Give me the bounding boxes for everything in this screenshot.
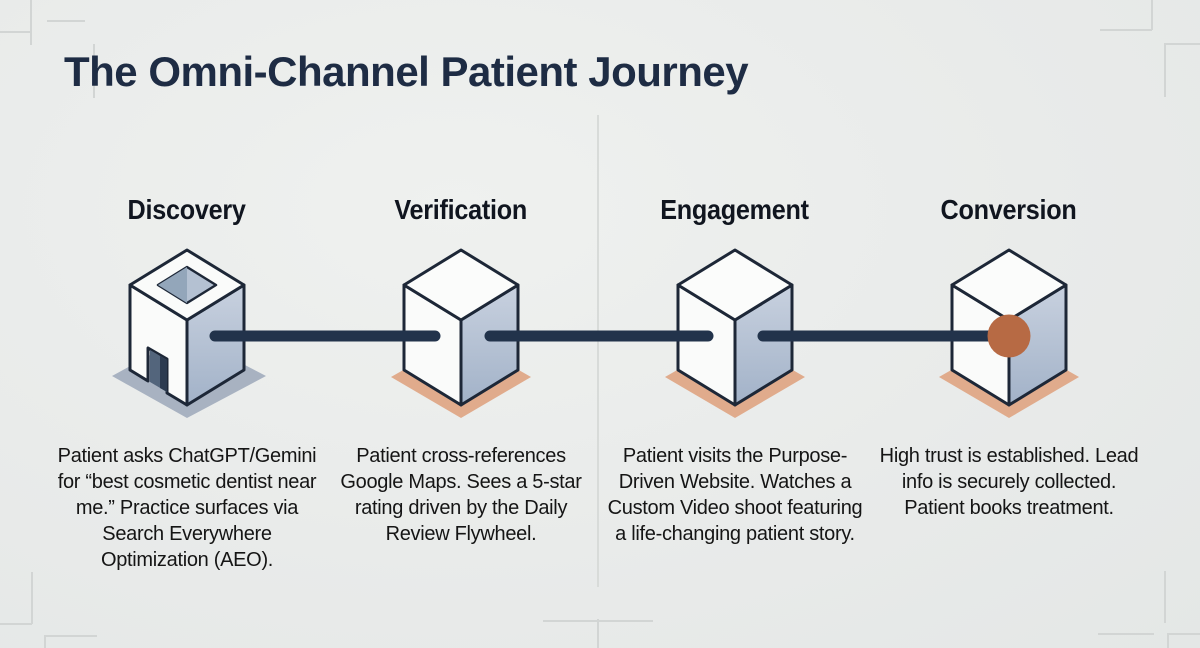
crop-mark [1098,633,1154,635]
box-left-face [128,283,189,407]
crop-mark [0,31,31,33]
crop-mark [1100,29,1152,31]
crop-mark [1166,43,1200,45]
journey-diagram [112,248,1079,418]
crop-mark [44,635,46,648]
crop-mark [93,44,95,98]
stage-titles-row: Discovery Verification Engagement Conver… [50,194,1146,226]
page-title: The Omni-Channel Patient Journey [64,48,749,95]
stage-title-verification: Verification [394,194,528,225]
crop-mark [0,623,32,625]
cube-top-face [402,248,520,322]
crop-mark [44,635,97,637]
crop-mark [31,572,33,624]
box-inner-wall [158,267,187,303]
stage-title-engagement: Engagement [660,194,810,225]
stage-title-discovery: Discovery [127,194,247,225]
cube-top-face [676,248,794,322]
stage-description-engagement: Patient visits the Purpose-Driven Websit… [607,445,863,545]
doorway-shadow [160,356,167,392]
verification-cube-icon [402,248,520,407]
crop-mark [1164,571,1166,623]
engagement-cube-icon [676,248,794,407]
discovery-open-box-icon [128,248,246,407]
stage-description-conversion: High trust is established. Lead info is … [879,445,1139,519]
crop-mark [1167,633,1169,648]
column-divider [597,115,599,587]
conversion-cube-icon [950,248,1068,407]
crop-mark [1164,43,1166,97]
conversion-node-icon [987,314,1031,358]
crop-mark [597,619,599,648]
stage-description-verification: Patient cross-references Google Maps. Se… [340,445,582,545]
stage-descriptions-row: Patient asks ChatGPT/Gemini for “best co… [50,443,1146,573]
crop-mark [30,0,32,45]
crop-mark [1167,633,1200,635]
stage-title-conversion: Conversion [941,194,1077,225]
stage-description-discovery: Patient asks ChatGPT/Gemini for “best co… [57,445,317,571]
crop-mark [47,20,85,22]
crop-mark [1151,0,1153,30]
